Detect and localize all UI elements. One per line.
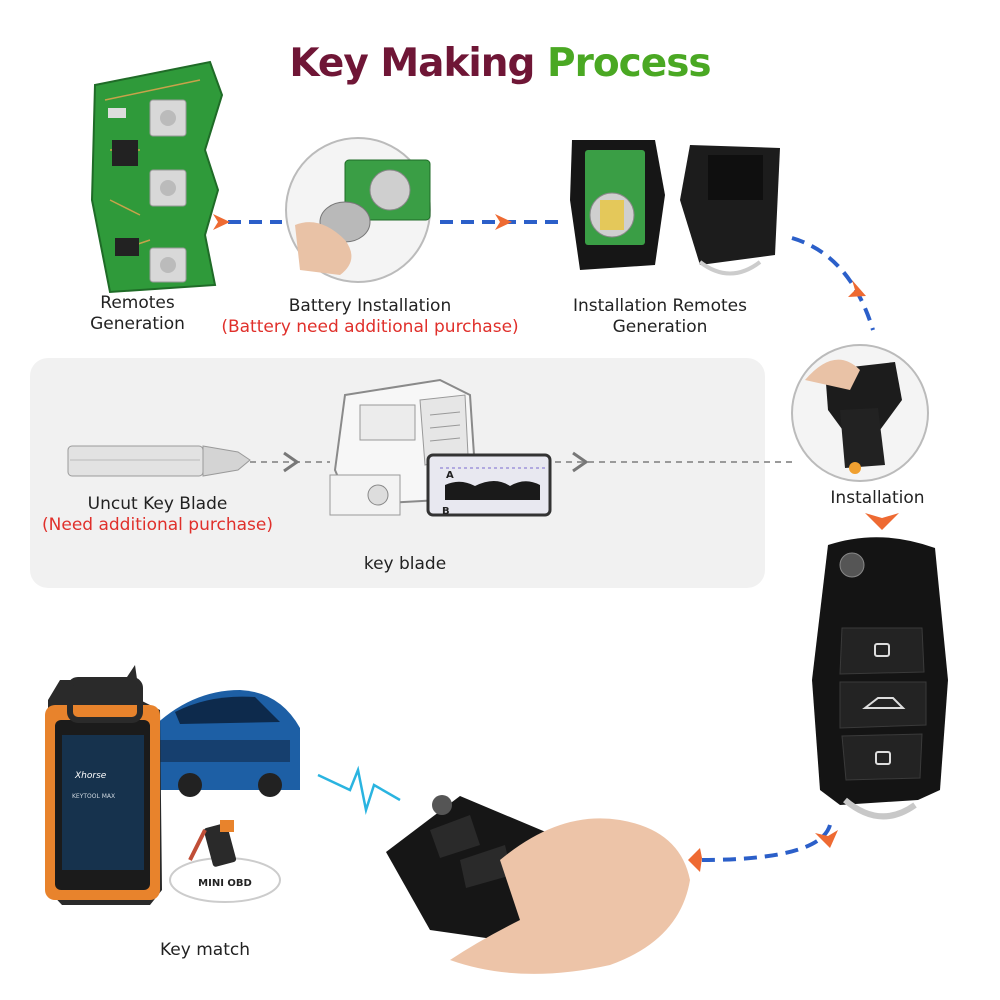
arrow-remotes-to-battery: [213, 214, 282, 230]
keytool-device: [45, 665, 162, 905]
device-brand: Xhorse: [74, 771, 107, 781]
car-image: [150, 690, 300, 797]
device-model: KEYTOOL MAX: [72, 793, 115, 800]
page-title: Key Making Process: [289, 41, 711, 86]
battery-note: (Battery need additional purchase): [221, 317, 519, 337]
hand-with-key-image: [386, 795, 690, 974]
uncut-blade-label: Uncut Key Blade (Need additional purchas…: [35, 494, 280, 536]
installation-image: [791, 344, 929, 482]
remote-shells-image: [570, 140, 780, 276]
installation-label: Installation: [830, 488, 925, 508]
installation-remotes-label: Installation Remotes Generation: [572, 296, 747, 337]
arrow-cutter-to-installation: [555, 451, 795, 473]
arrow-key-to-match: [688, 824, 838, 872]
arrow-installation-down: [865, 513, 899, 530]
cutter-screen: [426, 453, 552, 517]
signal-icon: [317, 765, 401, 815]
uncut-blade-image: [67, 445, 251, 477]
mini-obd-adapter-image: [169, 820, 281, 903]
arrow-blade-to-cutter: [250, 451, 330, 473]
battery-installation-image: [285, 137, 431, 283]
screen-label-b: B: [442, 506, 450, 517]
arrow-install-to-installation: [791, 236, 875, 331]
mini-obd-label: MINI OBD: [198, 878, 252, 889]
battery-installation-label: Battery Installation (Battery need addit…: [215, 296, 525, 338]
remotes-generation-label: Remotes Generation: [90, 293, 185, 334]
flip-key-image: [812, 537, 948, 820]
pcb-board-image: [90, 60, 224, 294]
arrow-battery-to-install: [440, 214, 560, 230]
uncut-note: (Need additional purchase): [42, 515, 273, 535]
screen-label-a: A: [446, 470, 454, 481]
key-blade-label: key blade: [363, 554, 447, 574]
key-match-label: Key match: [160, 940, 250, 960]
